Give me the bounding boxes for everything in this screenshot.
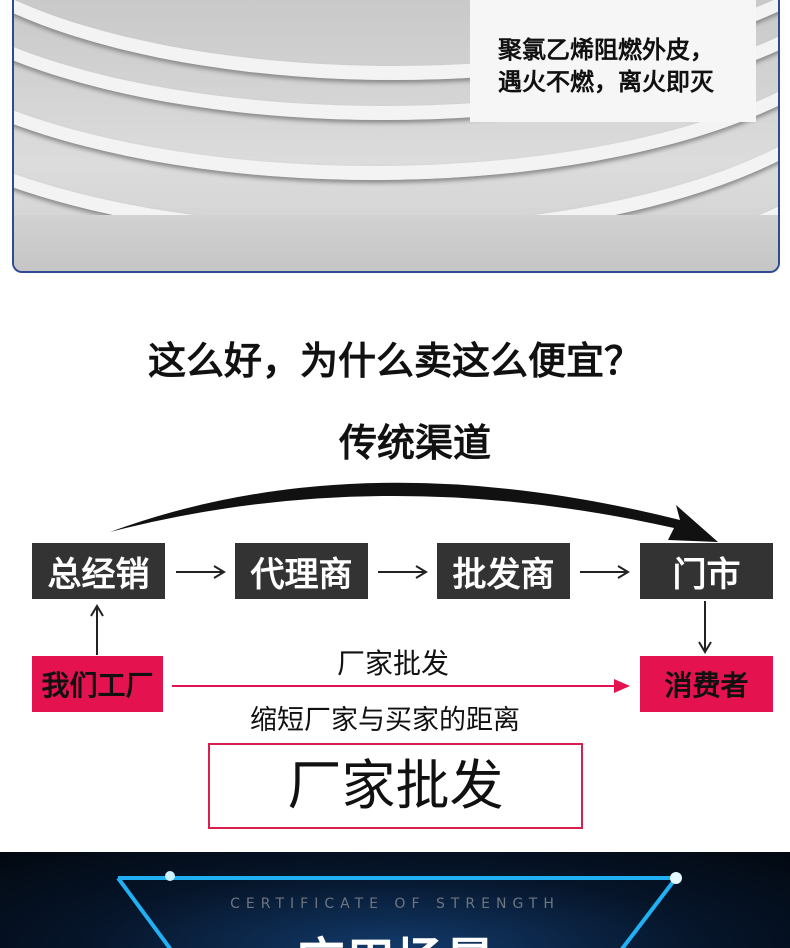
arrow-right-icon — [580, 565, 630, 579]
callout-line: 聚氯乙烯阻燃外皮， — [498, 35, 714, 64]
feature-callout: 聚氯乙烯阻燃外皮， 遇火不燃，离火即灭 — [470, 0, 756, 122]
banner-title: 应用场景 — [0, 922, 790, 948]
question-heading: 这么好，为什么卖这么便宜？ — [147, 338, 642, 383]
our-factory-box: 我们工厂 — [32, 656, 163, 712]
step-agent: 代理商 — [235, 543, 368, 599]
application-scenes-banner: CERTIFICATE OF STRENGTH 应用场景 — [0, 852, 790, 948]
arrow-up-icon — [90, 604, 104, 655]
banner-subtitle: CERTIFICATE OF STRENGTH — [230, 896, 560, 912]
arrow-down-icon — [698, 601, 712, 654]
step-wholesaler: 批发商 — [437, 543, 570, 599]
arrow-head-icon — [614, 679, 630, 693]
factory-route-label: 厂家批发 — [336, 647, 449, 680]
glow-triangle — [116, 871, 682, 948]
arrow-right-icon — [378, 565, 428, 579]
consumer-box: 消费者 — [640, 656, 773, 712]
traditional-channel-title: 传统渠道 — [338, 420, 491, 465]
factory-caption: 缩短厂家与买家的距离 — [250, 705, 520, 736]
arrow-right-icon — [176, 565, 226, 579]
traditional-arc-arrow — [110, 482, 718, 542]
step-retail-store: 门市 — [640, 543, 773, 599]
step-general-distributor: 总经销 — [32, 543, 165, 599]
callout-line: 遇火不燃，离火即灭 — [498, 67, 714, 96]
factory-direct-highlight: 厂家批发 — [208, 743, 583, 829]
